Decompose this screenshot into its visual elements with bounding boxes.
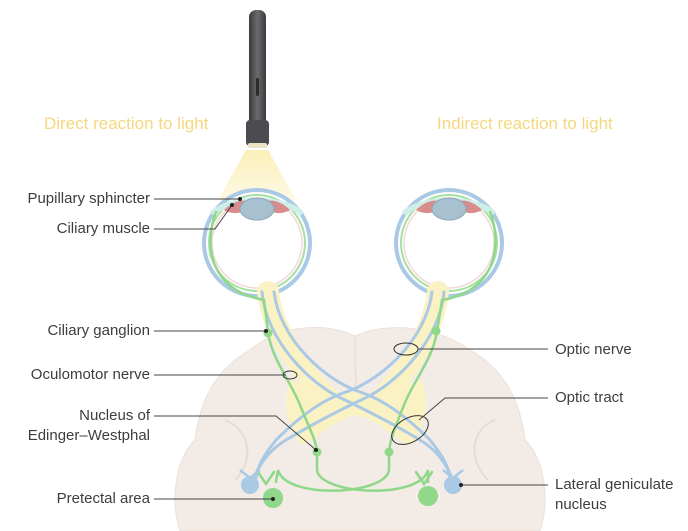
direct-reaction-title: Direct reaction to light [44, 114, 208, 134]
label-optic-tract: Optic tract [555, 389, 623, 406]
right-edinger-westphal-dot [385, 448, 394, 457]
label-nucleus-of-edinger-westphal: Nucleus of Edinger–Westphal [28, 407, 150, 444]
left-lens-icon [240, 198, 274, 220]
label-ciliary-muscle: Ciliary muscle [57, 220, 150, 237]
label-ciliary-ganglion: Ciliary ganglion [47, 322, 150, 339]
label-lateral-geniculate-nucleus: Lateral geniculate nucleus [555, 476, 673, 513]
label-pretectal-area: Pretectal area [57, 490, 150, 507]
right-eye-icon [396, 190, 502, 296]
label-nucleus-line-1: Nucleus of [28, 407, 150, 424]
right-pretectal-nucleus [418, 486, 438, 506]
label-oculomotor-nerve: Oculomotor nerve [31, 366, 150, 383]
label-optic-nerve: Optic nerve [555, 341, 632, 358]
indirect-reaction-title: Indirect reaction to light [437, 114, 613, 134]
brain-silhouette [175, 328, 545, 531]
penlight-icon [246, 10, 269, 148]
label-lgn-line-1: Lateral geniculate [555, 476, 673, 493]
label-nucleus-line-2: Edinger–Westphal [28, 427, 150, 444]
left-eye-icon [204, 190, 310, 296]
label-lgn-line-2: nucleus [555, 496, 673, 513]
right-ciliary-ganglion-dot [432, 327, 441, 336]
right-lens-icon [432, 198, 466, 220]
label-pupillary-sphincter: Pupillary sphincter [27, 190, 150, 207]
